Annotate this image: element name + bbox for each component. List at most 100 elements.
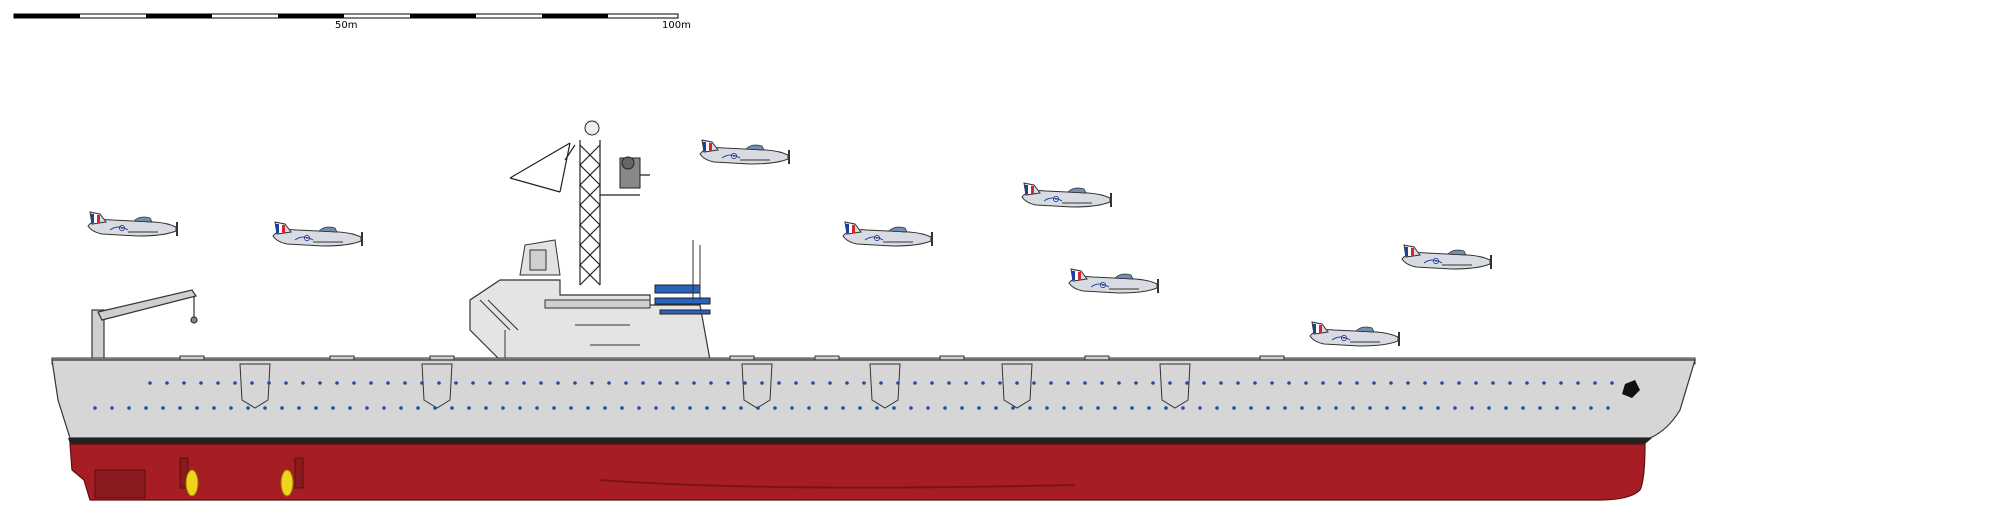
porthole <box>1168 381 1172 385</box>
porthole <box>437 381 441 385</box>
porthole <box>433 406 437 410</box>
porthole <box>675 381 679 385</box>
anchor-icon <box>1622 380 1640 398</box>
porthole <box>1113 406 1117 410</box>
bilge-keel <box>599 479 1076 489</box>
porthole <box>518 406 522 410</box>
porthole <box>794 381 798 385</box>
porthole <box>1032 381 1036 385</box>
scale-bar: 50m 100m <box>0 0 700 40</box>
porthole <box>1491 381 1495 385</box>
aircraft-2 <box>272 221 364 247</box>
porthole <box>1283 406 1287 410</box>
porthole <box>1555 406 1559 410</box>
porthole <box>216 381 220 385</box>
porthole <box>896 381 900 385</box>
porthole <box>382 406 386 410</box>
porthole <box>284 381 288 385</box>
porthole <box>709 381 713 385</box>
porthole <box>148 381 152 385</box>
porthole <box>1572 406 1576 410</box>
porthole <box>1385 406 1389 410</box>
porthole <box>488 381 492 385</box>
porthole <box>756 406 760 410</box>
porthole <box>348 406 352 410</box>
porthole <box>1610 381 1614 385</box>
porthole <box>1151 381 1155 385</box>
porthole <box>1351 406 1355 410</box>
propeller-icon <box>185 469 294 497</box>
porthole <box>1334 406 1338 410</box>
porthole <box>263 406 267 410</box>
porthole <box>1521 406 1525 410</box>
porthole <box>1049 381 1053 385</box>
island <box>469 120 711 386</box>
porthole <box>811 381 815 385</box>
porthole <box>773 406 777 410</box>
porthole <box>1317 406 1321 410</box>
porthole <box>705 406 709 410</box>
porthole <box>144 406 148 410</box>
porthole <box>862 381 866 385</box>
porthole <box>569 406 573 410</box>
aircraft-8 <box>1309 321 1401 347</box>
porthole <box>1593 381 1597 385</box>
porthole <box>127 406 131 410</box>
porthole <box>926 406 930 410</box>
porthole <box>301 381 305 385</box>
porthole <box>1559 381 1563 385</box>
scale-label-100m: 100m <box>662 20 691 31</box>
porthole <box>416 406 420 410</box>
porthole <box>624 381 628 385</box>
porthole <box>1419 406 1423 410</box>
porthole <box>607 381 611 385</box>
porthole <box>314 406 318 410</box>
porthole <box>522 381 526 385</box>
porthole <box>420 381 424 385</box>
porthole <box>229 406 233 410</box>
porthole <box>1504 406 1508 410</box>
porthole <box>620 406 624 410</box>
porthole <box>760 381 764 385</box>
porthole <box>1304 381 1308 385</box>
porthole <box>875 406 879 410</box>
porthole <box>947 381 951 385</box>
porthole <box>998 381 1002 385</box>
porthole <box>892 406 896 410</box>
porthole <box>637 406 641 410</box>
porthole <box>858 406 862 410</box>
porthole <box>250 381 254 385</box>
porthole <box>654 406 658 410</box>
porthole <box>1117 381 1121 385</box>
porthole <box>1436 406 1440 410</box>
porthole <box>658 381 662 385</box>
porthole <box>1487 406 1491 410</box>
porthole <box>726 381 730 385</box>
porthole <box>573 381 577 385</box>
porthole <box>1287 381 1291 385</box>
porthole <box>1181 406 1185 410</box>
deck-crane <box>91 289 198 361</box>
porthole <box>1457 381 1461 385</box>
porthole <box>1270 381 1274 385</box>
porthole <box>1470 406 1474 410</box>
porthole <box>1083 381 1087 385</box>
porthole <box>450 406 454 410</box>
porthole <box>1389 381 1393 385</box>
porthole <box>352 381 356 385</box>
porthole <box>1402 406 1406 410</box>
porthole <box>1062 406 1066 410</box>
porthole <box>110 406 114 410</box>
porthole <box>335 381 339 385</box>
porthole <box>1253 381 1257 385</box>
porthole <box>454 381 458 385</box>
porthole <box>1164 406 1168 410</box>
porthole <box>1508 381 1512 385</box>
porthole <box>1011 406 1015 410</box>
porthole <box>930 381 934 385</box>
porthole <box>1538 406 1542 410</box>
porthole <box>165 381 169 385</box>
porthole <box>1249 406 1253 410</box>
aircraft-1 <box>87 211 179 237</box>
